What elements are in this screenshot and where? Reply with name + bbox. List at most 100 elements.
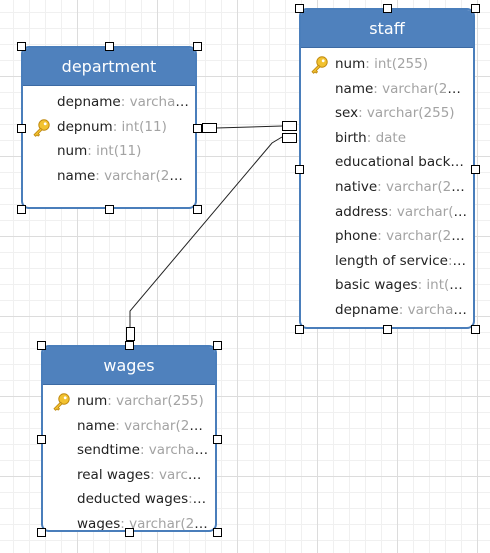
resize-handle[interactable] [193, 124, 202, 133]
field-name: native [335, 178, 378, 195]
field-row[interactable]: birth: date [301, 126, 473, 151]
field-type: : int(11) [87, 143, 142, 160]
table-staff-fields: num: int(255)name: varchar(255)sex: varc… [301, 48, 473, 323]
resize-handle[interactable] [213, 528, 222, 537]
resize-handle[interactable] [213, 435, 222, 444]
resize-handle[interactable] [193, 42, 202, 51]
field-name: sex [335, 105, 359, 122]
resize-handle[interactable] [213, 341, 222, 350]
field-name: name [335, 80, 374, 97]
table-wages-fields: num: varchar(255)name: varchar(255)sendt… [43, 385, 215, 532]
relation-line-department-staff [215, 125, 283, 129]
field-row[interactable]: sex: varchar(255) [301, 101, 473, 126]
table-staff[interactable]: staff num: int(255)name: varchar(255)sex… [299, 8, 475, 329]
table-staff-title: staff [301, 10, 473, 48]
primary-key-icon [311, 56, 328, 74]
field-name: name [77, 417, 116, 434]
field-name: address [335, 203, 389, 220]
field-row[interactable]: name: varchar(255) [23, 164, 195, 189]
resize-handle[interactable] [193, 205, 202, 214]
resize-handle[interactable] [295, 4, 304, 13]
resize-handle[interactable] [471, 4, 480, 13]
field-name: depname [335, 301, 399, 318]
connector-port-staff-left-upper[interactable] [282, 121, 297, 131]
resize-handle[interactable] [17, 42, 26, 51]
field-row[interactable]: name: varchar(255) [43, 414, 215, 439]
field-type: : varchar(255) [150, 466, 215, 483]
field-name: real wages [77, 466, 151, 483]
field-type: : varchar(255) [373, 80, 470, 97]
field-type: : int(11) [417, 277, 472, 294]
field-type: : varchar(255) [377, 178, 473, 195]
field-name: name [57, 167, 96, 184]
table-wages[interactable]: wages num: varchar(255)name: varchar(255… [41, 345, 217, 532]
field-type: : int(255) [365, 56, 429, 72]
field-name: phone [335, 228, 378, 245]
resize-handle[interactable] [295, 325, 304, 334]
field-type: : date [366, 129, 407, 146]
field-row[interactable]: name: varchar(255) [301, 77, 473, 102]
field-type: : int(11) [112, 118, 167, 135]
connector-port-wages-top[interactable] [126, 327, 135, 341]
field-row[interactable]: deducted wages: varchar(255) [43, 487, 215, 512]
primary-key-icon [53, 393, 70, 411]
field-name: depnum [57, 118, 113, 135]
resize-handle[interactable] [37, 341, 46, 350]
field-type: : varchar(255) [388, 203, 473, 220]
field-name: basic wages [335, 277, 418, 294]
relation-line-wages-staff [129, 136, 283, 327]
field-type: : varchar(255) [188, 491, 215, 508]
field-type: : varchar(255) [115, 417, 212, 434]
resize-handle[interactable] [383, 325, 392, 334]
field-type: : varchar(255) [377, 228, 473, 245]
field-row[interactable]: sendtime: varchar(255) [43, 438, 215, 463]
resize-handle[interactable] [125, 528, 134, 537]
field-name: depname [57, 94, 121, 110]
field-row[interactable]: basic wages: int(11) [301, 273, 473, 298]
field-name: sendtime [77, 442, 140, 459]
field-name: deducted wages [77, 491, 189, 508]
field-type: : varchar(255) [358, 105, 455, 122]
field-name: wages [77, 515, 121, 532]
field-row[interactable]: native: varchar(255) [301, 175, 473, 200]
field-name: num [77, 393, 108, 409]
resize-handle[interactable] [105, 42, 114, 51]
field-row[interactable]: num: int(11) [23, 139, 195, 164]
resize-handle[interactable] [17, 205, 26, 214]
connector-port-department-right[interactable] [202, 123, 217, 133]
resize-handle[interactable] [37, 528, 46, 537]
field-name: num [335, 56, 366, 72]
field-row[interactable]: phone: varchar(255) [301, 224, 473, 249]
connector-port-staff-left-lower[interactable] [282, 133, 297, 143]
field-row[interactable]: num: int(255) [301, 52, 473, 77]
field-name: educational background [335, 154, 473, 171]
field-row[interactable]: depname: varchar(255) [301, 298, 473, 323]
resize-handle[interactable] [295, 165, 304, 174]
table-department-title: department [23, 48, 195, 86]
field-name: num [57, 143, 88, 160]
resize-handle[interactable] [37, 435, 46, 444]
field-row[interactable]: depnum: int(11) [23, 115, 195, 140]
field-type: : int(11) [447, 252, 473, 269]
resize-handle[interactable] [17, 124, 26, 133]
field-row[interactable]: depname: varchar(255) [23, 90, 195, 115]
field-row[interactable]: real wages: varchar(255) [43, 463, 215, 488]
field-row[interactable]: num: varchar(255) [43, 389, 215, 414]
resize-handle[interactable] [383, 4, 392, 13]
field-row[interactable]: length of service: int(11) [301, 249, 473, 274]
field-type: : varchar(255) [139, 442, 215, 459]
table-wages-title: wages [43, 347, 215, 385]
resize-handle[interactable] [471, 165, 480, 174]
field-name: birth [335, 129, 367, 146]
primary-key-icon [33, 118, 50, 137]
resize-handle[interactable] [105, 205, 114, 214]
field-row[interactable]: address: varchar(255) [301, 200, 473, 225]
field-name: length of service [335, 252, 448, 269]
field-row[interactable]: educational background: varchar(255) [301, 150, 473, 175]
field-type: : varchar(255) [107, 393, 204, 409]
resize-handle[interactable] [125, 341, 134, 350]
table-department[interactable]: department depname: varchar(255)depnum: … [21, 46, 197, 209]
field-type: : varchar(255) [120, 515, 215, 532]
resize-handle[interactable] [471, 325, 480, 334]
